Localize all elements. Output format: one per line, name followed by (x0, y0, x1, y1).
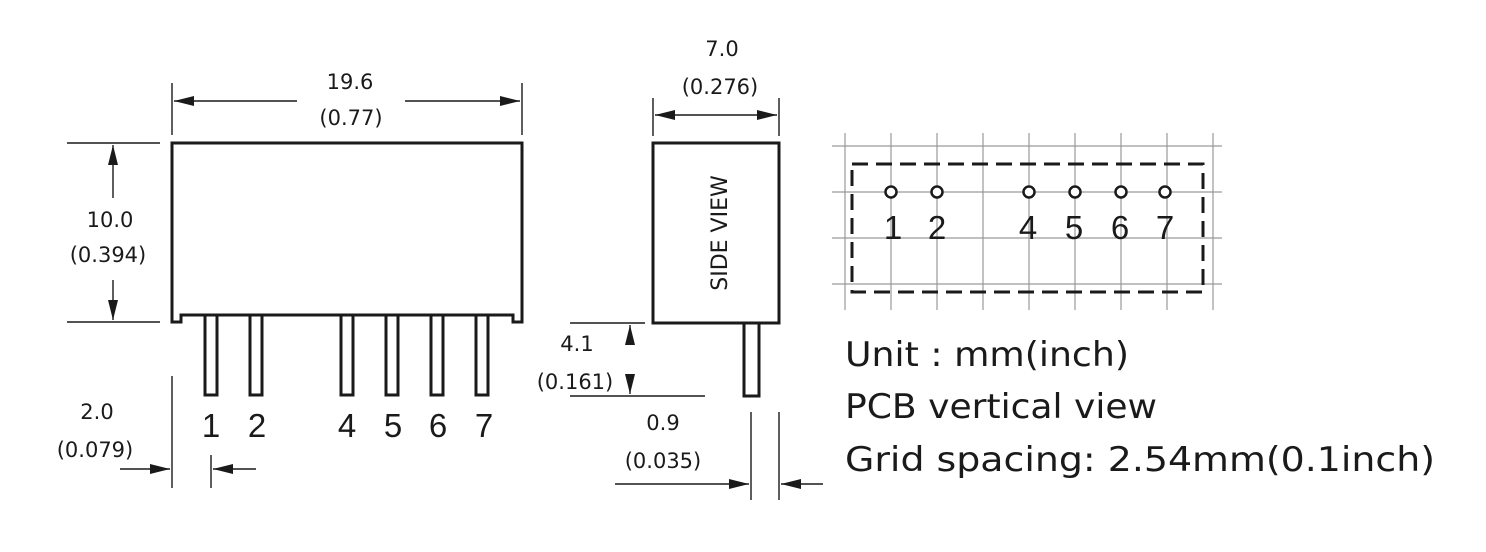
front-pins (203, 313, 490, 397)
front-pin-1 (203, 313, 219, 397)
height-mm-label: 10.0 (87, 208, 134, 232)
pcb-pin-label-4: 4 (1019, 209, 1037, 246)
side-pin (742, 321, 761, 398)
pcb-pad-7 (1158, 185, 1172, 199)
front-pin-label-6: 6 (429, 407, 447, 444)
pin-width-mm-label: 0.9 (646, 411, 679, 435)
side-view: SIDE VIEW 7.0 (0.276) 4.1 (0.161) 0.9 (537, 37, 823, 500)
pcb-pad-2 (930, 185, 944, 199)
unit-note: Unit : mm(inch) (845, 335, 1129, 375)
height-in-label: (0.394) (70, 243, 147, 267)
front-pin-label-7: 7 (475, 407, 493, 444)
front-pin-5 (384, 313, 400, 397)
front-pin-7 (474, 313, 490, 397)
width-mm-label: 19.6 (327, 70, 374, 94)
front-pin-label-1: 1 (202, 407, 220, 444)
pin-pitch-dimension: 2.0 (0.079) (57, 376, 256, 488)
width-in-label: (0.77) (319, 106, 382, 130)
pin-pitch-mm-label: 2.0 (80, 400, 113, 424)
pcb-pin-label-1: 1 (884, 209, 902, 246)
pcb-footprint-outline (850, 162, 1205, 294)
front-pin-6 (429, 313, 445, 397)
pin-length-in-label: (0.161) (537, 370, 614, 394)
width-dimension: 19.6 (0.77) (171, 70, 523, 135)
front-pin-label-5: 5 (384, 407, 402, 444)
pcb-pin-labels: 1 2 4 5 6 7 (884, 209, 1174, 246)
height-dimension: 10.0 (0.394) (67, 142, 160, 323)
depth-dimension: 7.0 (0.276) (652, 37, 780, 136)
front-pin-labels: 1 2 4 5 6 7 (202, 407, 493, 444)
pcb-view: 1 2 4 5 6 7 (832, 133, 1222, 310)
pcb-pad-5 (1068, 185, 1082, 199)
pcb-pads (884, 185, 1172, 199)
notes: Unit : mm(inch) PCB vertical view Grid s… (845, 335, 1435, 480)
pcb-pin-label-6: 6 (1111, 209, 1129, 246)
front-pin-label-2: 2 (248, 407, 266, 444)
front-pin-4 (339, 313, 355, 397)
view-note: PCB vertical view (845, 387, 1157, 427)
grid-note: Grid spacing: 2.54mm(0.1inch) (845, 440, 1435, 480)
pcb-pad-1 (884, 185, 898, 199)
pin-length-mm-label: 4.1 (560, 332, 593, 356)
depth-mm-label: 7.0 (705, 37, 738, 61)
front-body-outline (170, 141, 524, 324)
pin-width-dimension: 0.9 (0.035) (615, 411, 823, 500)
pin-length-dimension: 4.1 (0.161) (537, 322, 705, 397)
pcb-pin-label-7: 7 (1156, 209, 1174, 246)
side-body-outline (651, 141, 781, 325)
front-view: 1 2 4 5 6 7 19.6 (0.77) 10.0 (0.394) (57, 70, 524, 488)
front-pin-label-4: 4 (338, 407, 356, 444)
depth-in-label: (0.276) (682, 75, 759, 99)
pcb-pad-4 (1022, 185, 1036, 199)
pcb-pin-label-5: 5 (1065, 209, 1083, 246)
pcb-pin-label-2: 2 (928, 209, 946, 246)
pin-width-in-label: (0.035) (625, 449, 702, 473)
side-view-label: SIDE VIEW (708, 175, 733, 291)
front-pin-2 (248, 313, 264, 397)
pcb-pad-6 (1114, 185, 1128, 199)
pin-pitch-in-label: (0.079) (57, 438, 134, 462)
